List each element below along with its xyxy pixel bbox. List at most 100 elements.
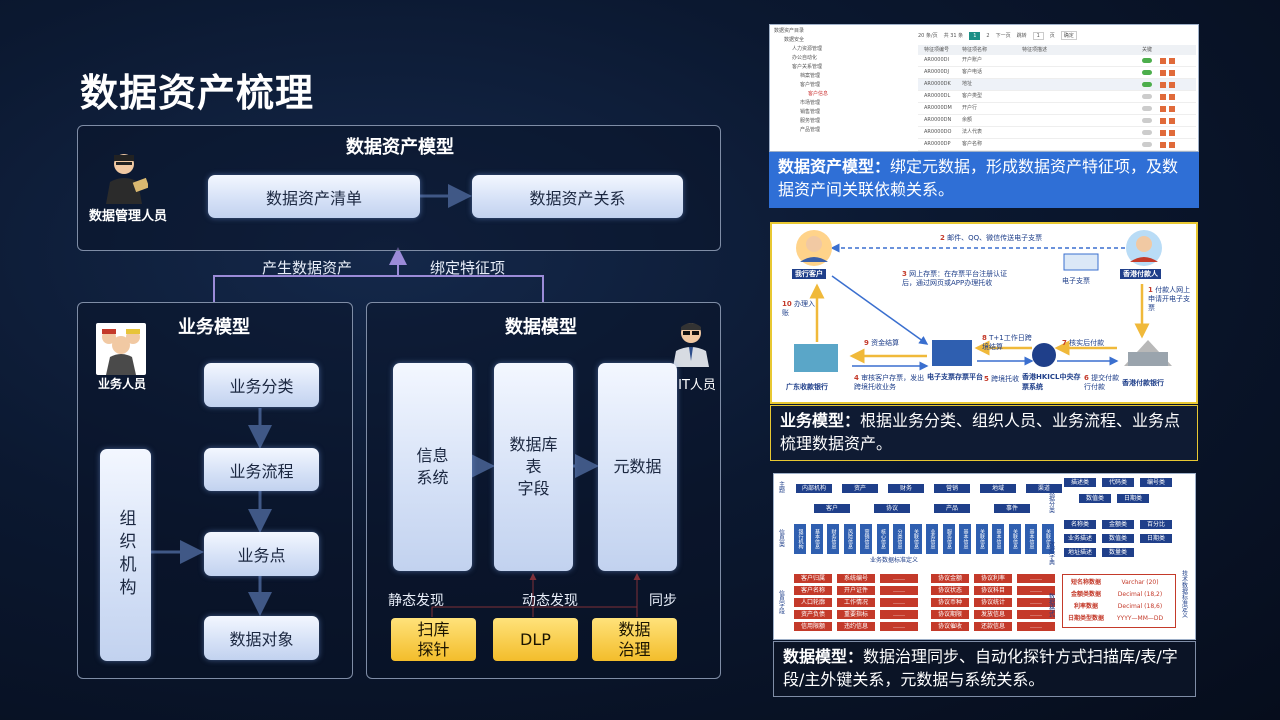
- fmt-type: Decimal (18,2): [1117, 591, 1163, 598]
- edit-icon[interactable]: [1160, 94, 1166, 100]
- cell-desc: [1022, 127, 1142, 138]
- asset-list-box[interactable]: 数据资产清单: [208, 175, 420, 218]
- toggle-switch[interactable]: [1142, 94, 1152, 99]
- delete-icon[interactable]: [1169, 142, 1175, 148]
- delete-icon[interactable]: [1169, 130, 1175, 136]
- tool-dlp[interactable]: DLP: [493, 618, 578, 661]
- step-business-point[interactable]: 业务点: [204, 532, 319, 576]
- toggle-switch[interactable]: [1142, 118, 1152, 123]
- tool-data-governance[interactable]: 数据 治理: [592, 618, 677, 661]
- toggle-switch[interactable]: [1142, 70, 1152, 75]
- delete-icon[interactable]: [1169, 82, 1175, 88]
- table-row[interactable]: AR0000DN 余额: [918, 115, 1196, 127]
- step-data-object[interactable]: 数据对象: [204, 616, 319, 660]
- db-table-field-box[interactable]: 数据库 表 字段: [494, 363, 573, 571]
- edit-icon[interactable]: [1160, 106, 1166, 112]
- left-vert-label: 主题: [777, 481, 785, 493]
- grid-cell: 协议币种: [931, 598, 969, 607]
- tree-item[interactable]: 销售管理: [800, 109, 821, 115]
- connector-label-bind: 绑定特征项: [430, 259, 506, 277]
- toggle-switch[interactable]: [1142, 130, 1152, 135]
- step-business-category[interactable]: 业务分类: [204, 363, 319, 407]
- pager-confirm[interactable]: 确定: [1060, 31, 1077, 40]
- step-business-process[interactable]: 业务流程: [204, 448, 319, 491]
- tree-item[interactable]: 产品管理: [800, 127, 821, 133]
- info-cell: 银行机构: [794, 524, 806, 554]
- pager-page-2[interactable]: 2: [986, 32, 990, 39]
- tree-item[interactable]: 办公自动化: [792, 55, 818, 61]
- node-hkicl: 香港HKICL中央存票系统: [1022, 373, 1081, 391]
- toggle-switch[interactable]: [1142, 106, 1152, 111]
- metadata-box[interactable]: 元数据: [598, 363, 677, 571]
- flow-diagram: [794, 230, 1172, 372]
- cell-name: 地址: [962, 81, 973, 87]
- tree-item[interactable]: 人力资源管理: [792, 46, 823, 52]
- tree-item[interactable]: 客户关系管理: [792, 64, 823, 70]
- asset-relation-box[interactable]: 数据资产关系: [472, 175, 683, 218]
- caption-business-model-head: 业务模型：: [780, 411, 861, 430]
- fmt-type: Decimal (18,6): [1117, 603, 1163, 610]
- business-staff-label: 业务人员: [97, 377, 146, 391]
- toggle-switch[interactable]: [1142, 142, 1152, 147]
- tree-item[interactable]: 数据安全: [784, 37, 805, 43]
- delete-icon[interactable]: [1169, 70, 1175, 76]
- delete-icon[interactable]: [1169, 94, 1175, 100]
- connector-label-produce: 产生数据资产: [262, 259, 353, 277]
- toggle-switch[interactable]: [1142, 82, 1152, 87]
- fmt-name: 利率数据: [1073, 603, 1098, 610]
- edit-icon[interactable]: [1160, 142, 1166, 148]
- toggle-switch[interactable]: [1142, 58, 1152, 63]
- pager-total: 共 31 条: [943, 33, 964, 39]
- edit-icon[interactable]: [1160, 130, 1166, 136]
- pager-size[interactable]: 20 条/页: [918, 33, 938, 39]
- theme-cell: 资产: [842, 484, 878, 493]
- cell-id: AR0000DN: [924, 117, 952, 123]
- step-text: T+1工作日跨境结算: [982, 334, 1032, 351]
- grid-cell: 人口轮廓: [794, 598, 832, 607]
- info-system-box[interactable]: 信息 系统: [393, 363, 472, 571]
- tree-item[interactable]: 服务管理: [800, 118, 821, 124]
- class-cell: 描述类: [1064, 478, 1096, 487]
- tree-item[interactable]: 客户信息: [808, 91, 829, 97]
- tree-item[interactable]: 客户管理: [800, 82, 821, 88]
- info-cell: 核心信息: [876, 524, 889, 554]
- edit-icon[interactable]: [1160, 118, 1166, 124]
- pager-page-1[interactable]: 1: [969, 31, 981, 40]
- data-model-title: 数据模型: [505, 317, 577, 338]
- node-our-customer: 我行客户: [792, 269, 826, 279]
- pager-input[interactable]: 1: [1032, 31, 1044, 40]
- info-cell: 关联信息: [909, 524, 922, 554]
- dict-cell: 数量类: [1102, 548, 1134, 557]
- pager-next[interactable]: 下一页: [995, 33, 1011, 39]
- delete-icon[interactable]: [1169, 118, 1175, 124]
- tree-item[interactable]: 数据资产目录: [774, 28, 805, 34]
- cell-desc: [1022, 67, 1142, 78]
- grid-cell: 客户归属: [794, 574, 832, 583]
- tree-item[interactable]: 市场管理: [800, 100, 821, 106]
- info-cell: 业务信息: [926, 524, 938, 554]
- delete-icon[interactable]: [1169, 106, 1175, 112]
- step-number: 2: [940, 234, 945, 242]
- flow-step-2: 2 邮件、QQ、微信传送电子支票: [940, 233, 1042, 243]
- class-cell: 数值类: [1079, 494, 1111, 503]
- tree-item[interactable]: 档案管理: [800, 73, 821, 79]
- grid-cell: 发放信息: [974, 610, 1012, 619]
- grid-cell: 资产负债: [794, 610, 832, 619]
- cell-name: 余额: [962, 117, 973, 123]
- delete-icon[interactable]: [1169, 58, 1175, 64]
- tool-scan-probe[interactable]: 扫库 探针: [391, 618, 476, 661]
- edit-icon[interactable]: [1160, 70, 1166, 76]
- grid-cell: 工作情况: [837, 598, 875, 607]
- edit-icon[interactable]: [1160, 58, 1166, 64]
- node-gd-bank: 广东收款银行: [786, 383, 828, 391]
- org-box[interactable]: 组织机构: [100, 449, 151, 661]
- edit-icon[interactable]: [1160, 82, 1166, 88]
